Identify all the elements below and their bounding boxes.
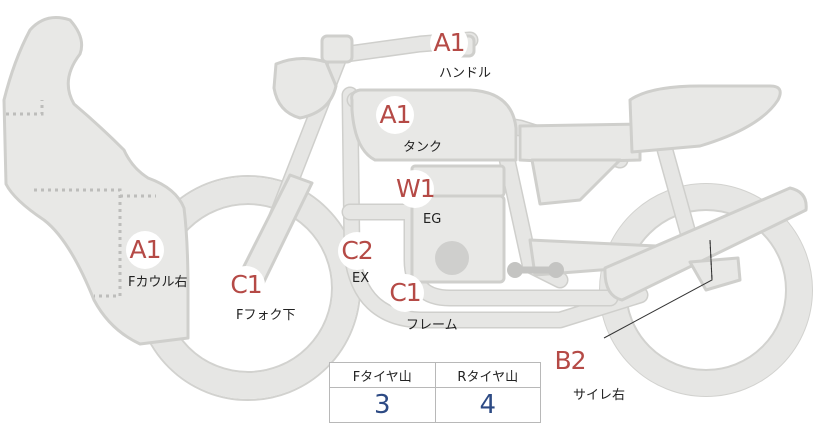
tail-cowl bbox=[628, 84, 782, 154]
seat bbox=[518, 122, 642, 164]
side-cover bbox=[530, 158, 622, 206]
exhaust-grade-badge: C2 bbox=[338, 232, 376, 270]
handle-label: ハンドル bbox=[439, 66, 492, 81]
silencer-grade-badge: B2 bbox=[551, 342, 589, 380]
headlight-cover bbox=[272, 57, 338, 120]
tank-label: タンク bbox=[403, 140, 443, 155]
tire-tread-table: Fタイヤ山 Rタイヤ山 3 4 bbox=[329, 362, 541, 423]
tire-tread-header-row: Fタイヤ山 Rタイヤ山 bbox=[329, 362, 541, 388]
engine-label: EG bbox=[423, 212, 442, 227]
front-tire-tread-header: Fタイヤ山 bbox=[329, 362, 436, 388]
front-tire-tread-value: 3 bbox=[329, 387, 436, 423]
rear-tire-tread-header: Rタイヤ山 bbox=[434, 362, 541, 388]
silencer bbox=[603, 186, 808, 302]
handle-grade-badge: A1 bbox=[430, 24, 468, 62]
frame-label: フレーム bbox=[406, 318, 458, 333]
front-cowl-grade-badge: A1 bbox=[126, 231, 164, 269]
front-fork-grade-badge: C1 bbox=[227, 266, 265, 304]
rear-tire-tread-value: 4 bbox=[434, 387, 541, 423]
tank-grade-badge: A1 bbox=[376, 96, 414, 134]
exhaust-label: EX bbox=[352, 271, 370, 286]
front-cowl-label: Fカウル右 bbox=[128, 275, 188, 290]
frame-grade-badge: C1 bbox=[386, 274, 424, 312]
engine-block bbox=[410, 164, 564, 284]
silencer-label: サイレ右 bbox=[573, 388, 626, 403]
silencer-leader-line bbox=[603, 239, 713, 339]
front-cowl bbox=[2, 16, 190, 346]
engine-grade-badge: W1 bbox=[396, 170, 436, 208]
front-fork-label: Fフォク下 bbox=[236, 308, 296, 323]
tire-tread-value-row: 3 4 bbox=[329, 387, 541, 423]
